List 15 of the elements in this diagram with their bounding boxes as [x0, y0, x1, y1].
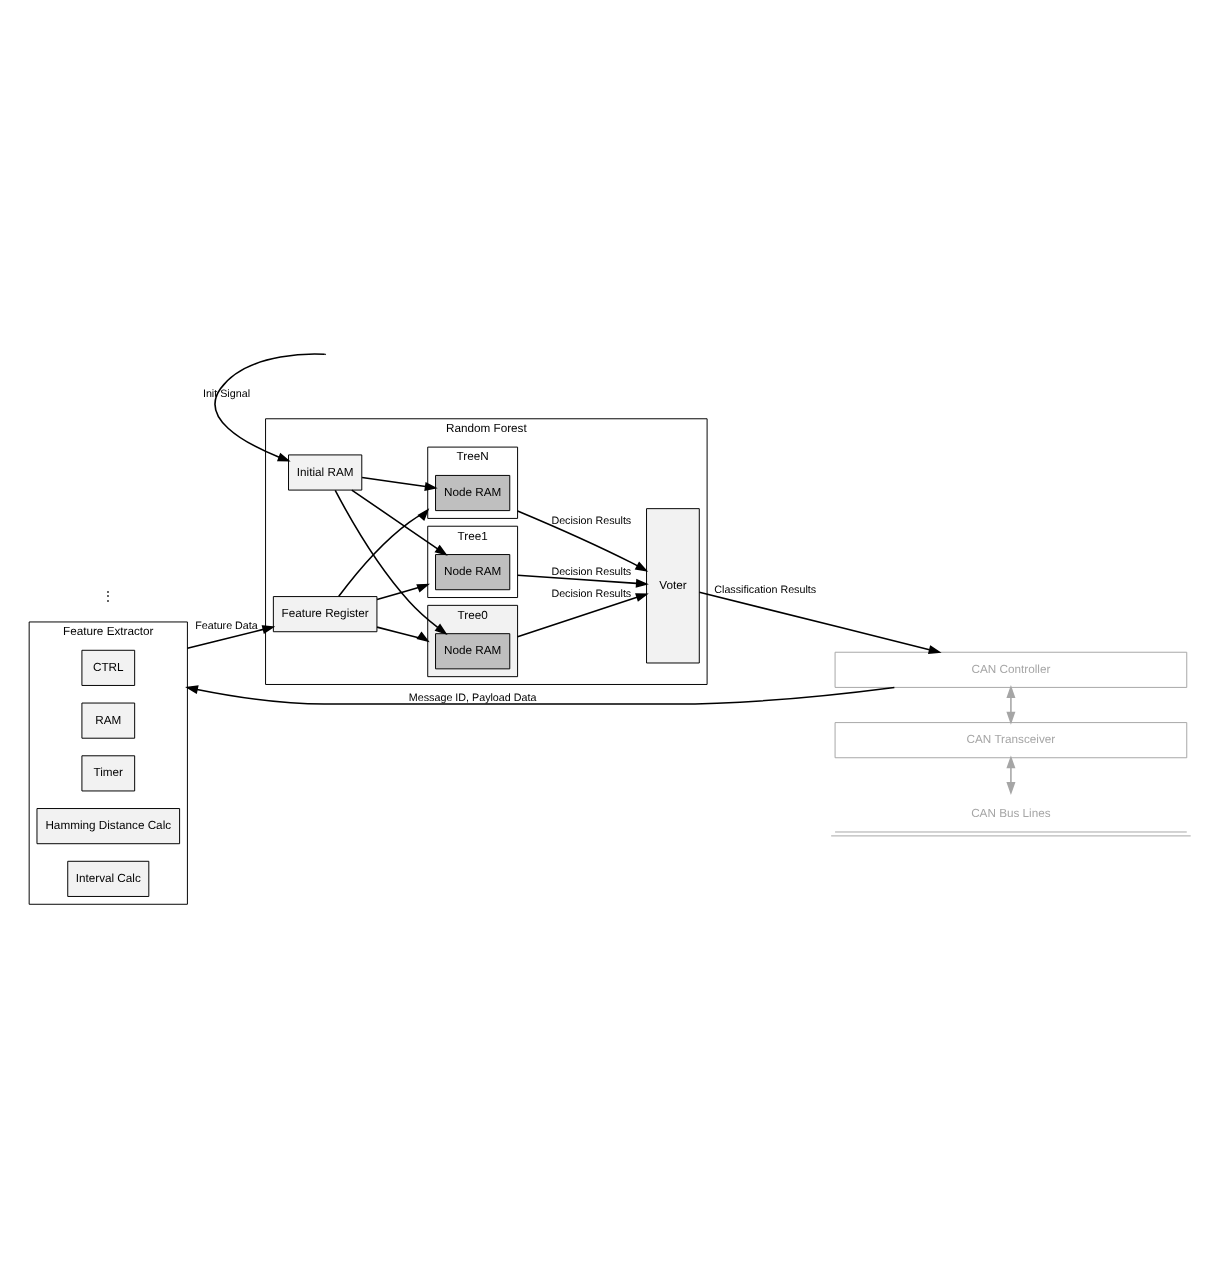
- arrow: [361, 475, 438, 490]
- arrow: [1006, 684, 1016, 724]
- arrow: [338, 507, 430, 597]
- arrow: [214, 352, 326, 461]
- arrow: [376, 625, 430, 642]
- arrow: [185, 684, 896, 704]
- arrow: [334, 488, 448, 634]
- arrow: [698, 590, 942, 653]
- arrow: [516, 509, 649, 571]
- arrow: [351, 488, 448, 555]
- arrow: [516, 592, 649, 637]
- arrow: [186, 624, 276, 649]
- arrow: [1006, 754, 1016, 794]
- arrow: [516, 573, 649, 587]
- arrow: [376, 582, 430, 600]
